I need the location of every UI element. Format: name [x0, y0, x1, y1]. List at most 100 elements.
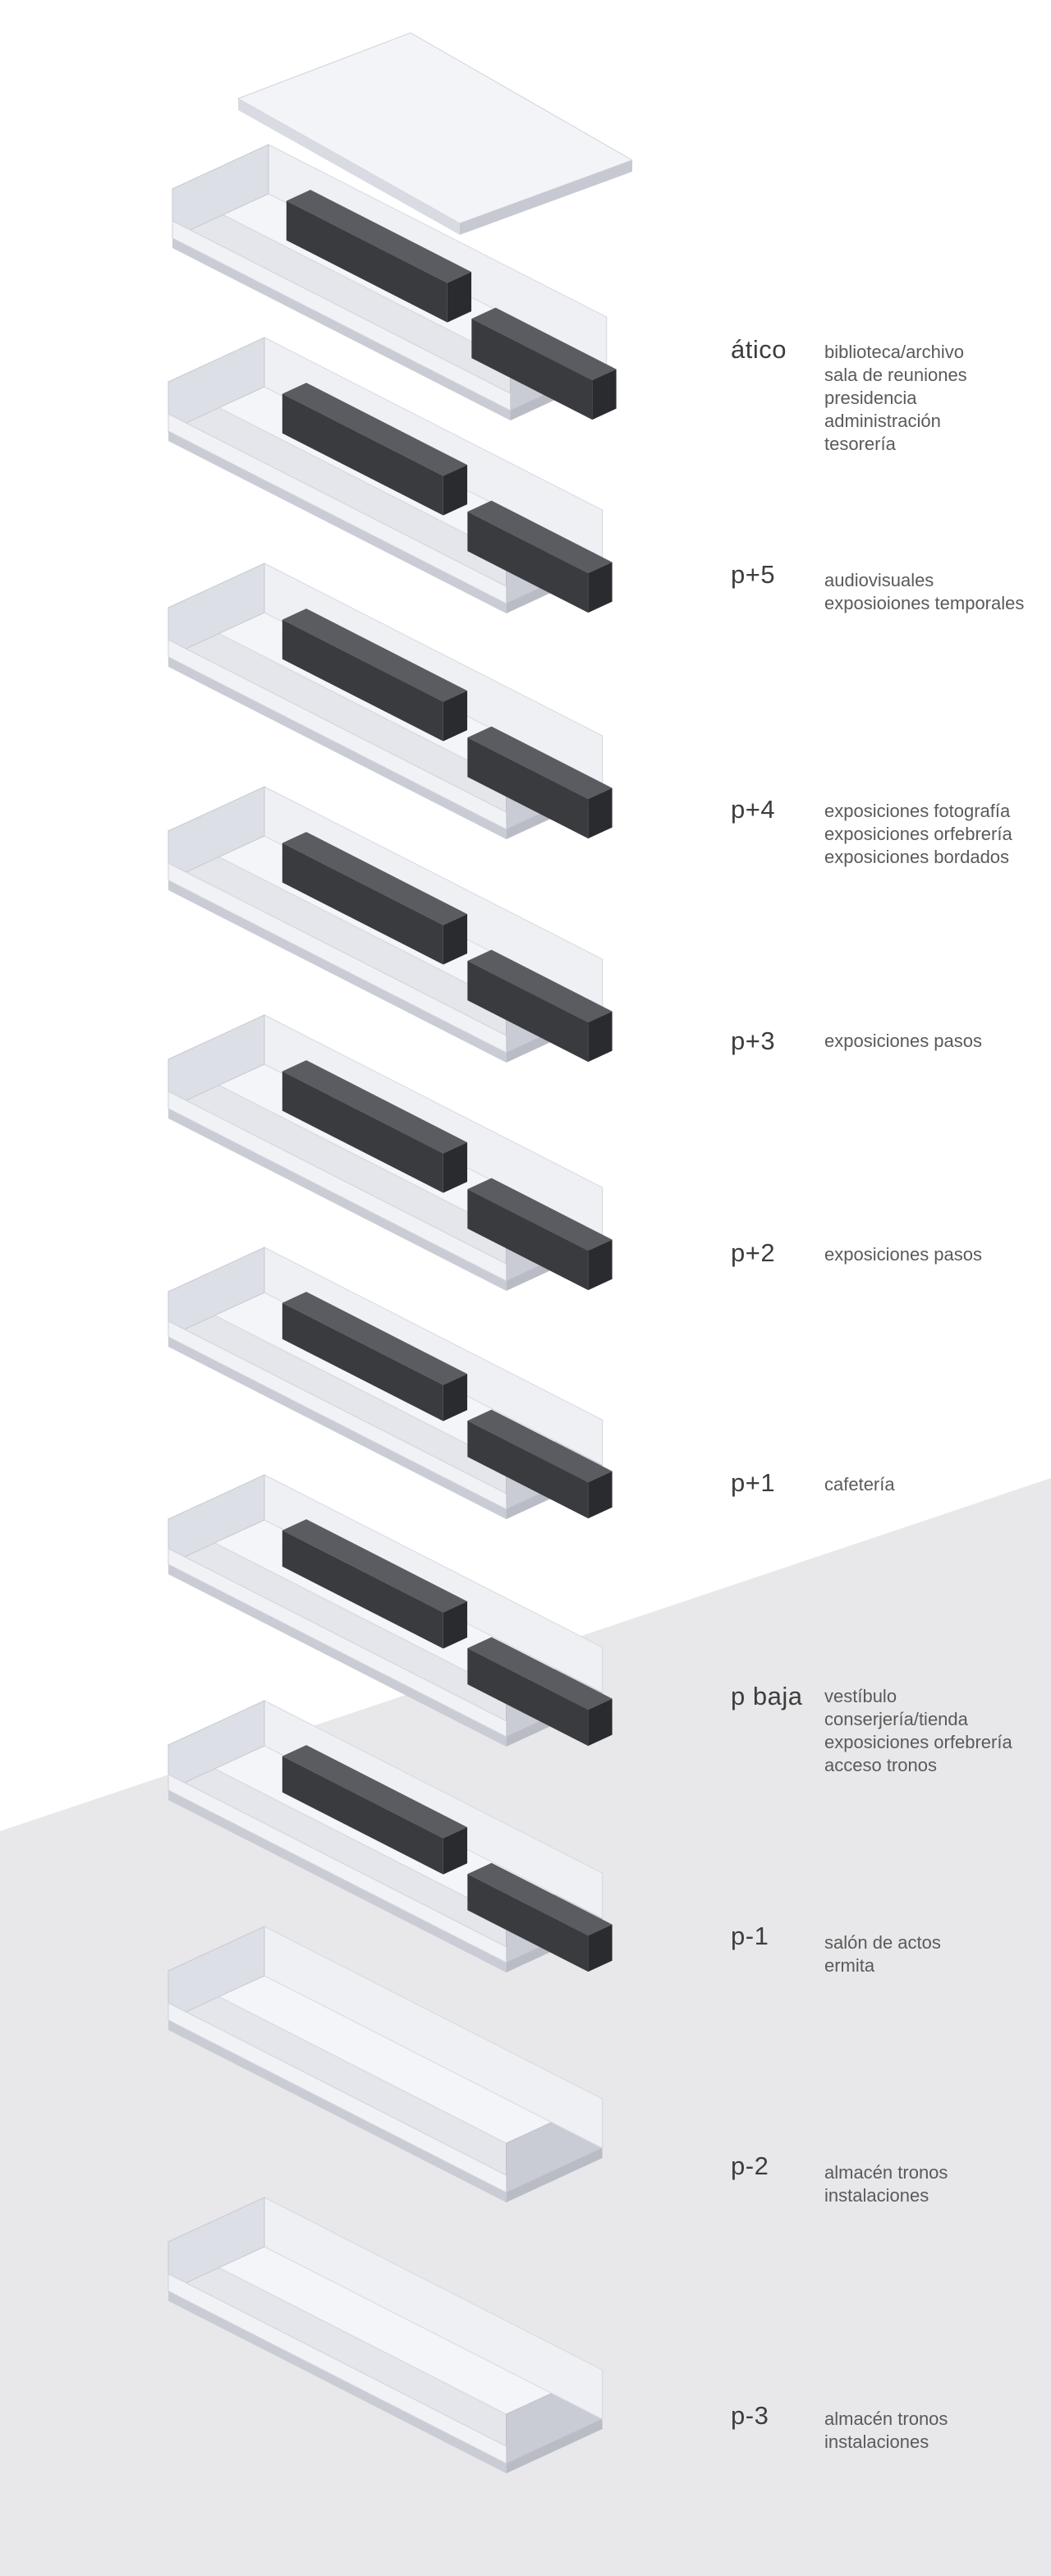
showcase-front	[282, 619, 443, 742]
showcase-top	[471, 307, 617, 381]
showcase-side	[443, 1142, 468, 1193]
end-wall	[168, 1247, 265, 1338]
showcase-top	[282, 1519, 468, 1613]
showcase-front	[467, 1421, 589, 1519]
level-label: p+5	[731, 560, 776, 589]
showcase-top	[467, 1862, 613, 1936]
use-item: cafetería	[824, 1474, 895, 1495]
use-item: conserjería/tienda	[824, 1709, 968, 1729]
front-parapet	[168, 862, 507, 1054]
level-label: p-2	[731, 2151, 769, 2180]
use-item: vestíbulo	[824, 1686, 897, 1706]
use-item: ermita	[824, 1955, 875, 1976]
level-label: ático	[731, 335, 787, 364]
end-wall	[168, 1700, 265, 1791]
showcase-front	[282, 1530, 443, 1649]
showcase-top	[467, 1178, 613, 1251]
end-wall	[168, 1014, 265, 1109]
level-label: p baja	[731, 1682, 803, 1710]
use-item: exposiciones pasos	[824, 1244, 983, 1265]
level-label: p+1	[731, 1468, 776, 1497]
showcase-side	[447, 272, 472, 323]
showcase-front	[286, 200, 447, 323]
level-uses: exposiciones pasos	[824, 1243, 982, 1266]
showcase-top	[282, 1060, 468, 1154]
end-wall	[168, 337, 265, 432]
showcase-top	[282, 608, 468, 702]
showcase-side	[443, 1827, 468, 1875]
use-item: administración	[824, 411, 941, 431]
roof-edge	[460, 160, 632, 235]
use-item: audiovisuales	[824, 570, 934, 590]
showcase-front	[471, 319, 593, 420]
showcase-front	[282, 843, 443, 965]
end-wall	[168, 1926, 265, 2021]
front-parapet	[168, 1773, 507, 1963]
use-item: biblioteca/archivo	[824, 342, 964, 362]
slab-edge	[506, 2148, 603, 2202]
showcase-side	[588, 1011, 613, 1063]
level-uses: cafetería	[824, 1473, 895, 1496]
slab-edge	[168, 2291, 507, 2473]
level-uses: almacén tronos instalaciones	[824, 2161, 948, 2207]
showcase-side	[443, 1374, 468, 1421]
use-item: presidencia	[824, 388, 917, 408]
level-label: p-3	[731, 2401, 769, 2430]
use-item: instalaciones	[824, 2431, 929, 2452]
level-label: p+2	[731, 1238, 776, 1267]
showcase-side	[592, 369, 617, 420]
level-label: p-1	[731, 1922, 769, 1950]
showcase-side	[443, 914, 468, 965]
front-parapet	[168, 2002, 507, 2193]
slab-edge	[172, 238, 511, 420]
showcase-top	[282, 1292, 468, 1385]
showcase-side	[588, 1239, 613, 1291]
roof-edge	[238, 99, 460, 235]
front-parapet	[168, 2273, 507, 2464]
showcase-side	[443, 465, 468, 516]
showcase-front	[282, 1071, 443, 1193]
use-item: instalaciones	[824, 2185, 929, 2206]
showcase-top	[467, 1409, 613, 1483]
use-item: tesorería	[824, 434, 896, 454]
front-parapet	[168, 1091, 507, 1282]
end-wall	[172, 144, 269, 239]
use-item: almacén tronos	[824, 2162, 948, 2183]
showcase-front	[467, 1189, 589, 1291]
front-parapet	[172, 220, 512, 411]
use-item: exposiciones fotografía	[824, 801, 1011, 821]
slab-edge	[168, 657, 507, 839]
use-item: salón de actos	[824, 1932, 941, 1953]
level-uses: biblioteca/archivo sala de reuniones pre…	[824, 341, 967, 456]
showcase-front	[282, 393, 443, 516]
showcase-side	[443, 1601, 468, 1649]
end-wall	[168, 786, 265, 881]
showcase-top	[467, 949, 613, 1023]
slab-edge	[168, 431, 507, 613]
showcase-top	[467, 726, 613, 800]
showcase-front	[467, 1874, 589, 1972]
showcase-side	[588, 562, 613, 613]
use-item: exposiciones bordados	[824, 847, 1010, 867]
showcase-side	[588, 787, 613, 839]
use-item: almacén tronos	[824, 2408, 948, 2429]
level-label: p+3	[731, 1026, 776, 1055]
showcase-top	[282, 1745, 468, 1839]
front-parapet	[168, 1320, 507, 1510]
showcase-front	[282, 1756, 443, 1875]
front-parapet	[168, 639, 507, 830]
slab-edge	[168, 1790, 507, 1972]
showcase-side	[588, 1471, 613, 1519]
showcase-front	[467, 1648, 589, 1747]
slab-edge	[168, 1337, 507, 1519]
level-uses: exposiciones pasos	[824, 1030, 982, 1053]
showcase-top	[286, 190, 472, 283]
showcase-front	[467, 512, 589, 613]
slab-edge	[168, 1109, 507, 1291]
end-wall	[168, 1474, 265, 1565]
showcase-top	[467, 1637, 613, 1710]
use-item: acceso tronos	[824, 1755, 937, 1775]
showcase-top	[282, 832, 468, 925]
use-item: sala de reuniones	[824, 365, 967, 385]
